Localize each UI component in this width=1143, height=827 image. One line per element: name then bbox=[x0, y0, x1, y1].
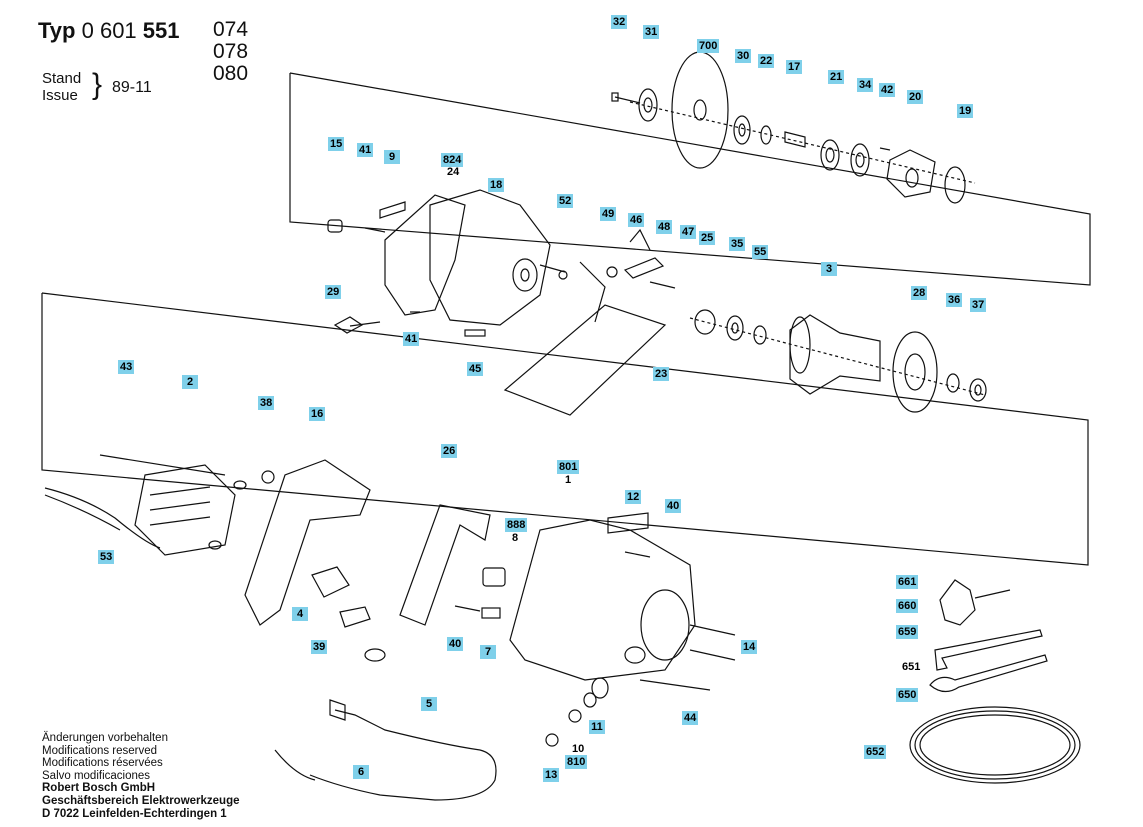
stand-issue: Stand Issue bbox=[42, 70, 81, 104]
cable-coil bbox=[909, 706, 1081, 784]
part-label-plain: 24 bbox=[447, 166, 460, 178]
part-label: 49 bbox=[600, 207, 617, 221]
part-label: 34 bbox=[857, 78, 874, 92]
part-label: 31 bbox=[643, 25, 660, 39]
typ-label: Typ bbox=[38, 18, 76, 43]
variant-1: 074 bbox=[213, 18, 249, 41]
upper-panel-outline bbox=[289, 72, 1091, 286]
armature-shape bbox=[789, 314, 881, 395]
part-label: 3 bbox=[821, 262, 837, 276]
part-label: 14 bbox=[741, 640, 758, 654]
note-line: Salvo modificaciones bbox=[42, 769, 151, 782]
part-label: 20 bbox=[907, 90, 924, 104]
part-label: 700 bbox=[697, 39, 720, 53]
part-label: 41 bbox=[357, 143, 374, 157]
part-label: 650 bbox=[896, 688, 919, 702]
stand-label: Stand bbox=[42, 70, 82, 87]
saw-blade bbox=[671, 51, 729, 169]
part-label: 18 bbox=[488, 178, 505, 192]
part-label: 21 bbox=[828, 70, 845, 84]
part-label: 810 bbox=[565, 755, 588, 769]
part-label: 16 bbox=[309, 407, 326, 421]
variant-2: 078 bbox=[213, 40, 249, 63]
part-label: 15 bbox=[328, 137, 345, 151]
part-label: 801 bbox=[557, 460, 580, 474]
part-label: 11 bbox=[589, 720, 605, 734]
part-label: 37 bbox=[970, 298, 987, 312]
housing-shape bbox=[509, 519, 696, 681]
part-label: 35 bbox=[729, 237, 746, 251]
company-line: Robert Bosch GmbH bbox=[42, 782, 156, 795]
typ-bold: 551 bbox=[142, 18, 180, 43]
part-label-plain: 1 bbox=[565, 474, 572, 486]
variant-3: 080 bbox=[213, 62, 249, 85]
part-label: 13 bbox=[543, 768, 560, 782]
note-line: Änderungen vorbehalten bbox=[42, 732, 168, 744]
part-label: 9 bbox=[384, 150, 400, 164]
typ-prefix: 0 601 bbox=[81, 18, 137, 43]
brace-glyph: } bbox=[92, 68, 103, 101]
part-label: 40 bbox=[665, 499, 682, 513]
part-label: 40 bbox=[447, 637, 464, 651]
bracket-shape bbox=[399, 504, 491, 626]
part-label: 42 bbox=[879, 83, 896, 97]
type-number: Typ 0 601 551 bbox=[38, 18, 180, 44]
part-label: 29 bbox=[325, 285, 342, 299]
part-label: 39 bbox=[311, 640, 328, 654]
part-label: 2 bbox=[182, 375, 198, 389]
power-cord bbox=[309, 709, 497, 801]
part-label: 661 bbox=[896, 575, 919, 589]
part-label: 48 bbox=[656, 220, 673, 234]
part-label: 6 bbox=[353, 765, 369, 779]
part-label: 43 bbox=[118, 360, 135, 374]
part-label: 5 bbox=[421, 697, 437, 711]
part-label: 824 bbox=[441, 153, 464, 167]
part-label: 652 bbox=[864, 745, 887, 759]
part-label: 19 bbox=[957, 104, 974, 118]
part-label: 55 bbox=[752, 245, 769, 259]
part-label: 26 bbox=[441, 444, 458, 458]
part-label: 46 bbox=[628, 213, 645, 227]
part-label: 22 bbox=[758, 54, 775, 68]
part-label: 888 bbox=[505, 518, 528, 532]
part-label-plain: 651 bbox=[902, 661, 921, 673]
field-coil bbox=[134, 464, 236, 556]
part-label: 12 bbox=[625, 490, 642, 504]
part-label: 52 bbox=[557, 194, 574, 208]
part-label: 7 bbox=[480, 645, 496, 659]
part-label: 25 bbox=[699, 231, 716, 245]
part-label: 45 bbox=[467, 362, 484, 376]
lower-panel-outline bbox=[41, 292, 1089, 566]
note-line: Modifications réservées bbox=[42, 757, 163, 770]
part-label: 32 bbox=[611, 15, 628, 29]
part-label-plain: 8 bbox=[512, 532, 519, 544]
part-label: 4 bbox=[292, 607, 308, 621]
part-label: 36 bbox=[946, 293, 963, 307]
part-label: 28 bbox=[911, 286, 928, 300]
part-label: 41 bbox=[403, 332, 420, 346]
issue-label: Issue bbox=[42, 87, 78, 104]
part-label: 30 bbox=[735, 49, 752, 63]
part-label: 47 bbox=[680, 225, 697, 239]
part-label-plain: 10 bbox=[572, 743, 585, 755]
part-label: 38 bbox=[258, 396, 275, 410]
stand-date: 89-11 bbox=[112, 79, 152, 96]
company-line: D 7022 Leinfelden-Echterdingen 1 bbox=[42, 807, 227, 820]
part-label: 53 bbox=[98, 550, 115, 564]
part-label: 659 bbox=[896, 625, 919, 639]
modification-notes: Änderungen vorbehalten Modifications res… bbox=[42, 732, 240, 820]
part-label: 660 bbox=[896, 599, 919, 613]
note-line: Modifications reserved bbox=[42, 744, 158, 757]
cover-shape bbox=[244, 459, 371, 626]
part-label: 44 bbox=[682, 711, 699, 725]
part-label: 23 bbox=[653, 367, 670, 381]
company-line: Geschäftsbereich Elektrowerkzeuge bbox=[42, 794, 240, 807]
part-label: 17 bbox=[786, 60, 803, 74]
